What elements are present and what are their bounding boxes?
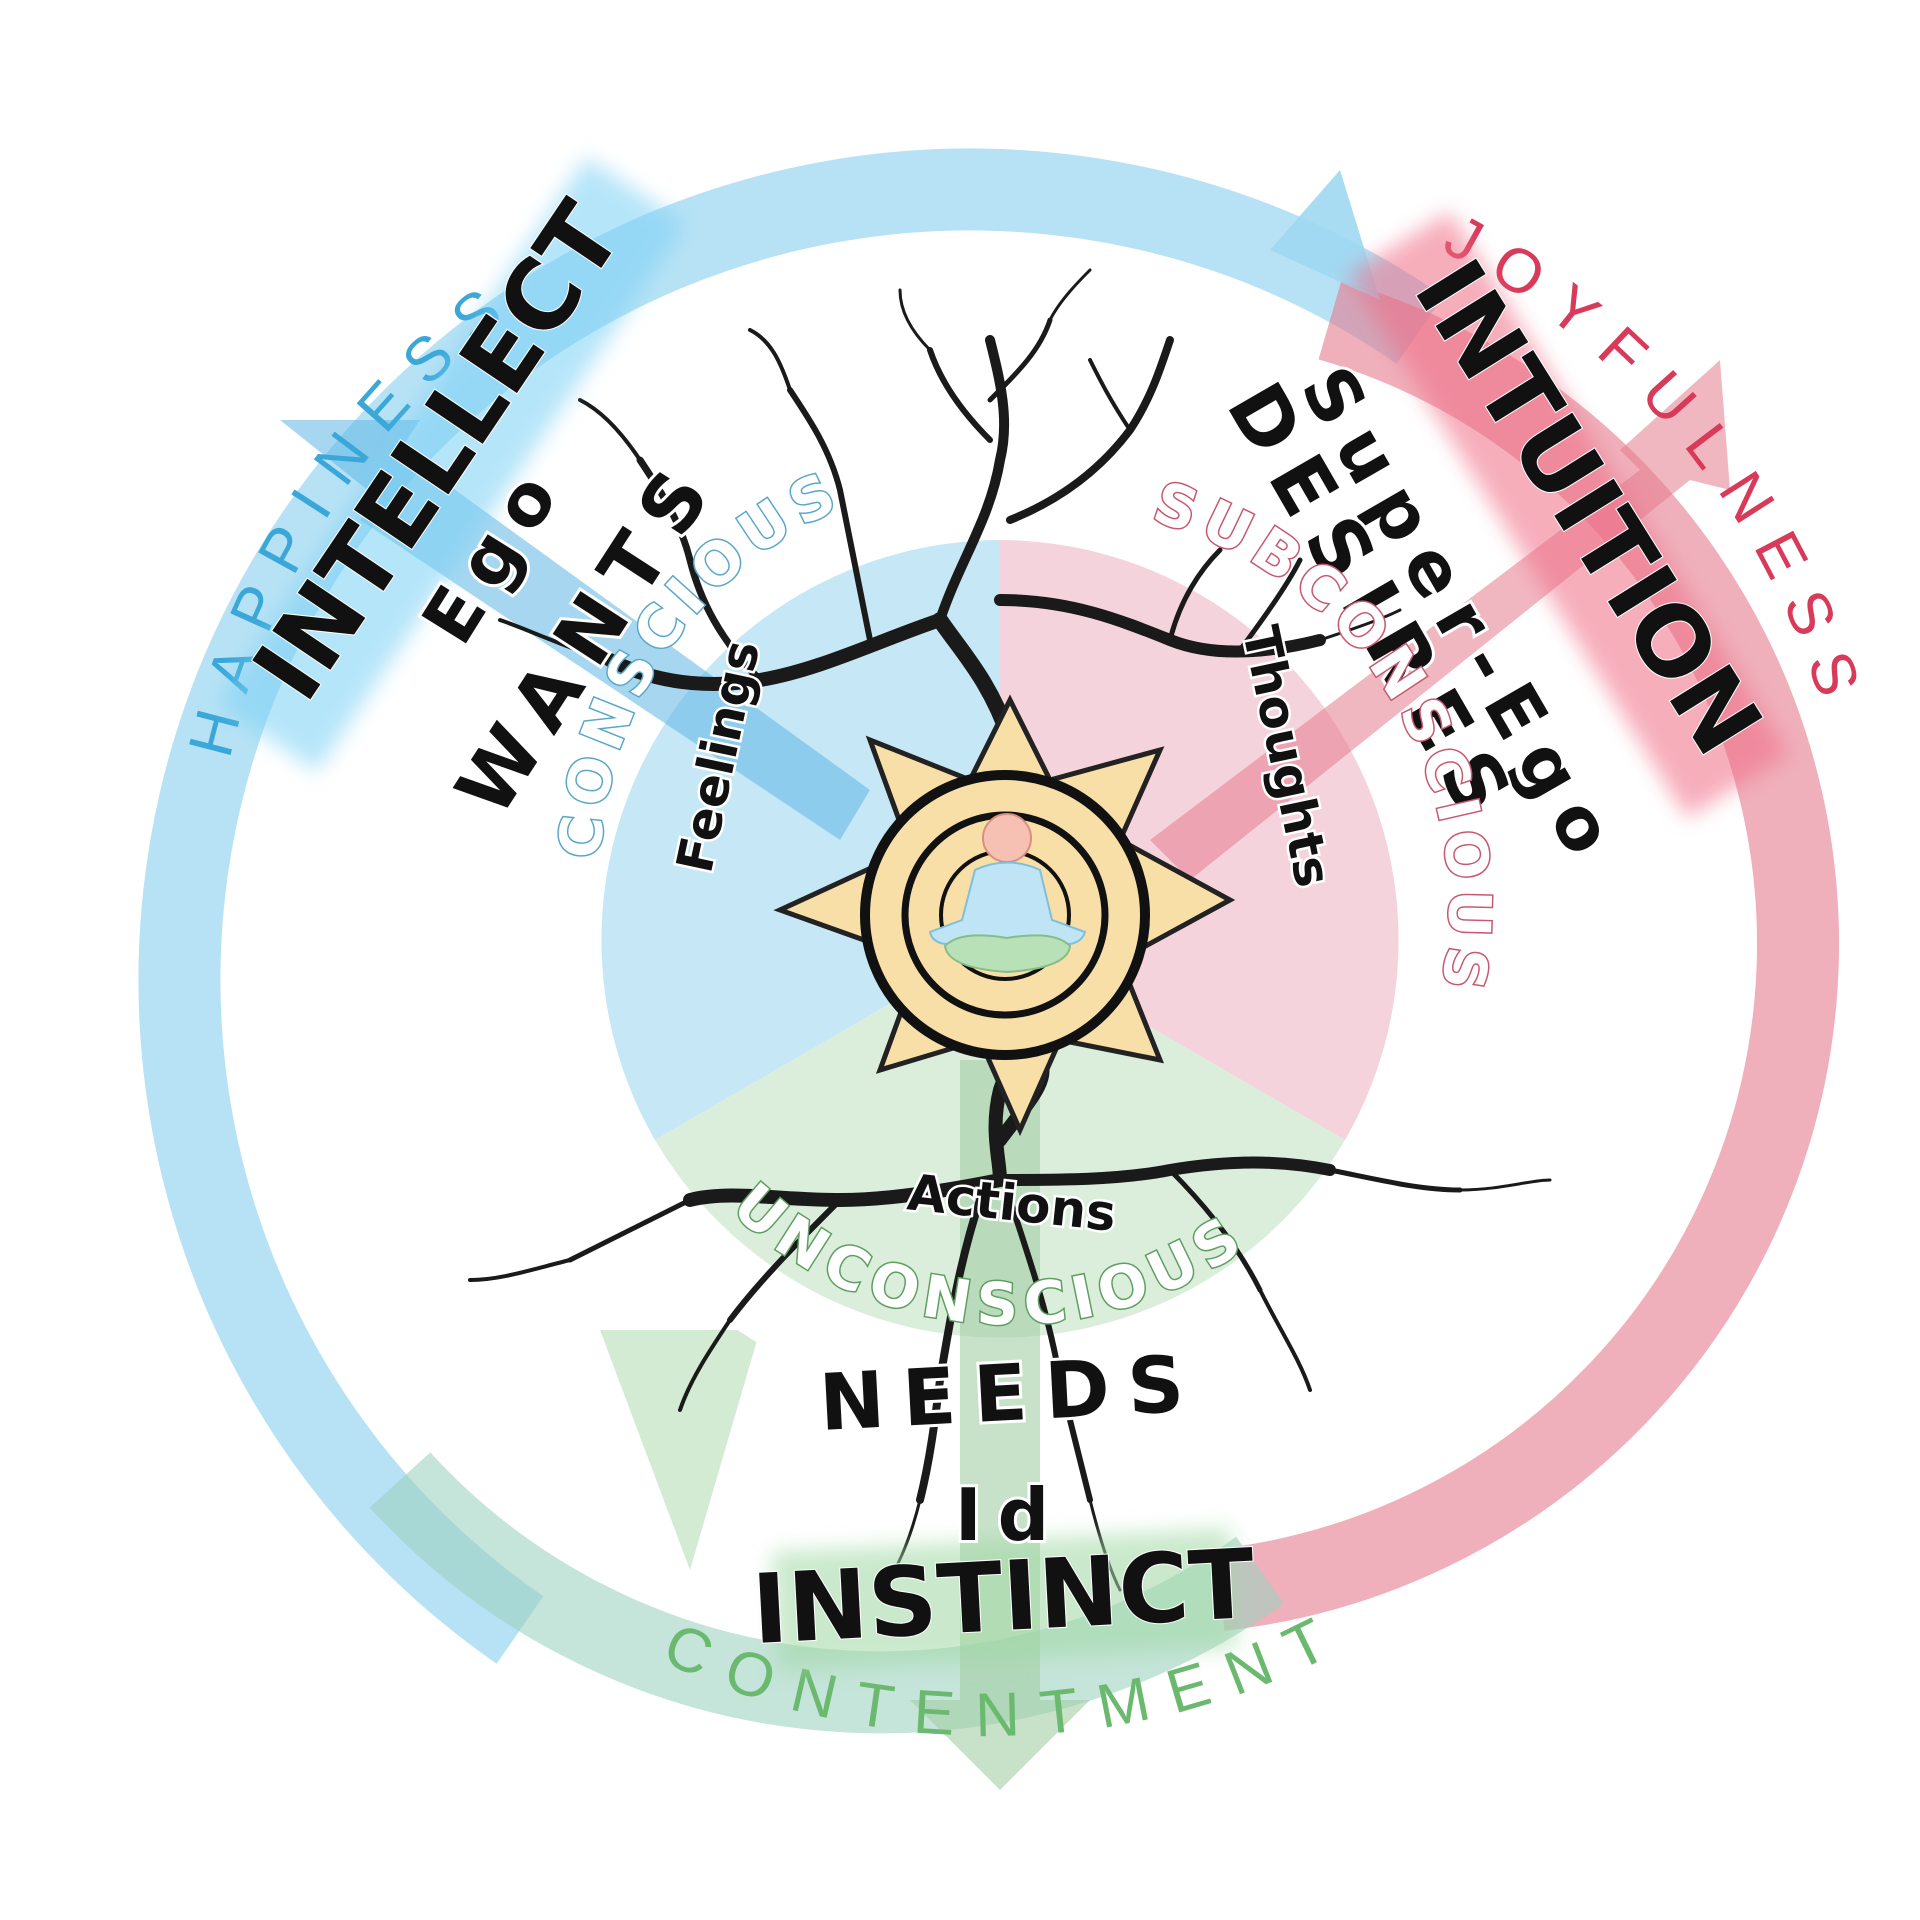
id-label: Id — [955, 1473, 1065, 1557]
meditator-head — [983, 814, 1031, 862]
cycle-arrow-head-bottom-left — [600, 1330, 760, 1570]
needs-label: NEEDS — [817, 1339, 1204, 1449]
